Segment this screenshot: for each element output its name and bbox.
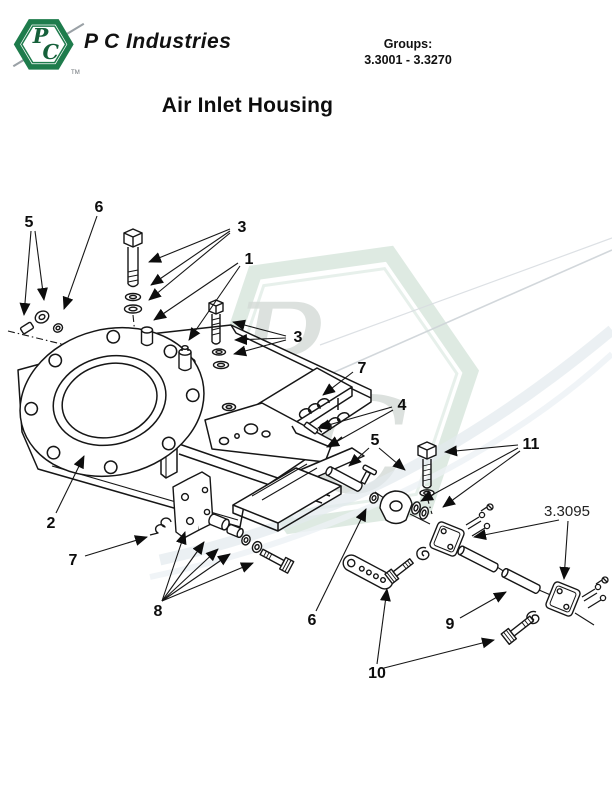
logo-letter-c: C bbox=[42, 40, 59, 64]
e-clip bbox=[416, 546, 430, 561]
pin bbox=[19, 321, 35, 335]
bolt bbox=[259, 548, 295, 574]
leader-lines bbox=[19, 215, 571, 669]
link-plate bbox=[342, 554, 394, 590]
bushing-small bbox=[226, 524, 244, 539]
callout-6-lower: 6 bbox=[308, 612, 317, 629]
spring-clip bbox=[149, 517, 172, 536]
rod-and-clamps bbox=[342, 503, 609, 645]
pc-logo-icon: P C TM bbox=[12, 14, 90, 76]
bolt-top-center bbox=[123, 228, 143, 314]
bushing-large bbox=[208, 513, 230, 531]
rod-segment-2 bbox=[501, 567, 541, 595]
callout-4: 4 bbox=[398, 397, 407, 414]
air-inlet-housing bbox=[17, 324, 372, 528]
trunnion-clamp-2 bbox=[545, 581, 581, 617]
cotter-pins-1 bbox=[465, 503, 494, 537]
washer bbox=[241, 534, 251, 546]
bolt-10b bbox=[500, 615, 535, 645]
washer-small bbox=[369, 492, 379, 504]
trunnion-clamp-1 bbox=[429, 521, 465, 557]
page-title: Air Inlet Housing bbox=[161, 94, 334, 117]
cotter-pins-2 bbox=[581, 576, 609, 609]
bolt-10a bbox=[384, 558, 414, 585]
callout-5-middle: 5 bbox=[371, 432, 380, 449]
watermark-swoosh-line2 bbox=[319, 237, 612, 346]
plug-valve bbox=[178, 345, 192, 372]
logo-tm: TM bbox=[71, 70, 80, 76]
callout-6-upper-left: 6 bbox=[95, 199, 104, 216]
callout-2: 2 bbox=[47, 515, 56, 532]
grommet bbox=[34, 310, 50, 324]
link-rod-set bbox=[303, 421, 429, 525]
rod-short bbox=[325, 466, 363, 492]
washer bbox=[251, 540, 263, 554]
callout-7-lower: 7 bbox=[69, 552, 78, 569]
callout-9: 9 bbox=[446, 616, 455, 633]
housing-flange bbox=[19, 326, 205, 478]
callout-8: 8 bbox=[154, 603, 163, 620]
group-ref-label: 3.3095 bbox=[544, 503, 590, 520]
logo-letter-p: P bbox=[32, 24, 50, 48]
callout-10: 10 bbox=[368, 665, 386, 682]
groups-block: Groups: 3.3001 - 3.3270 bbox=[348, 36, 468, 69]
callout-3-right: 3 bbox=[294, 329, 303, 346]
pin-small bbox=[303, 421, 319, 435]
bracket-group bbox=[149, 471, 295, 574]
callout-labels: 5 6 3 1 3 7 4 5 11 2 7 8 6 9 10 3.3095 bbox=[25, 199, 590, 682]
groups-label: Groups: bbox=[383, 37, 433, 51]
watermark-swoosh-band bbox=[158, 325, 612, 566]
callout-5-upper-left: 5 bbox=[25, 214, 34, 231]
callout-1: 1 bbox=[245, 251, 254, 268]
callout-3-top: 3 bbox=[238, 219, 247, 236]
callout-7-upper: 7 bbox=[358, 360, 367, 377]
plug-small bbox=[140, 326, 154, 347]
rod-segment-1 bbox=[457, 545, 499, 573]
e-clip bbox=[526, 610, 540, 625]
t-pin bbox=[359, 464, 378, 485]
pedal-lever bbox=[232, 447, 365, 532]
seal-set-upper-left bbox=[19, 310, 64, 335]
company-name: P C Industries bbox=[84, 30, 232, 53]
groups-range: 3.3001 - 3.3270 bbox=[364, 53, 452, 68]
callout-11: 11 bbox=[523, 436, 540, 453]
seal-ring bbox=[52, 323, 64, 333]
